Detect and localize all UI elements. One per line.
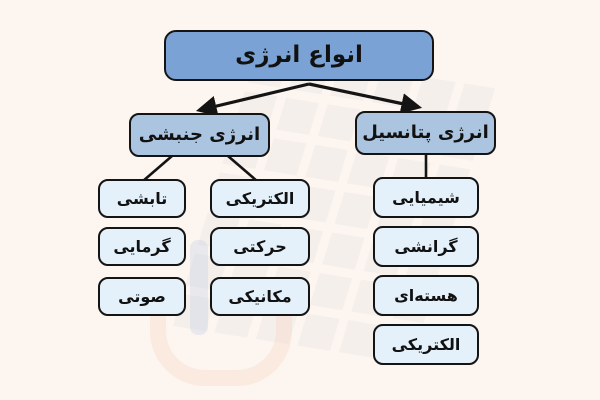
node-nuclear: هسته‌ای (373, 275, 479, 316)
node-sound: صوتی (98, 277, 186, 316)
node-chemical: شیمیایی (373, 177, 479, 218)
node-electrical-potential: الکتریکی (373, 324, 479, 365)
line-kinetic-to-col2 (227, 155, 258, 182)
node-motion: حرکتی (210, 227, 310, 266)
node-radiant: تابشی (98, 179, 186, 218)
node-kinetic-energy: انرژی جنبشی (129, 113, 270, 157)
arrow-root-to-potential (308, 82, 423, 114)
node-gravitational: گرانشی (373, 226, 479, 267)
node-thermal: گرمایی (98, 227, 186, 266)
node-energy-types: انواع انرژی (164, 30, 434, 81)
node-electrical-kinetic: الکتریکی (210, 179, 310, 218)
node-mechanical: مکانیکی (210, 277, 310, 316)
node-potential-energy: انرژی پتانسیل (355, 111, 496, 155)
line-kinetic-to-col1 (142, 155, 173, 182)
arrow-root-to-kinetic (195, 82, 310, 117)
